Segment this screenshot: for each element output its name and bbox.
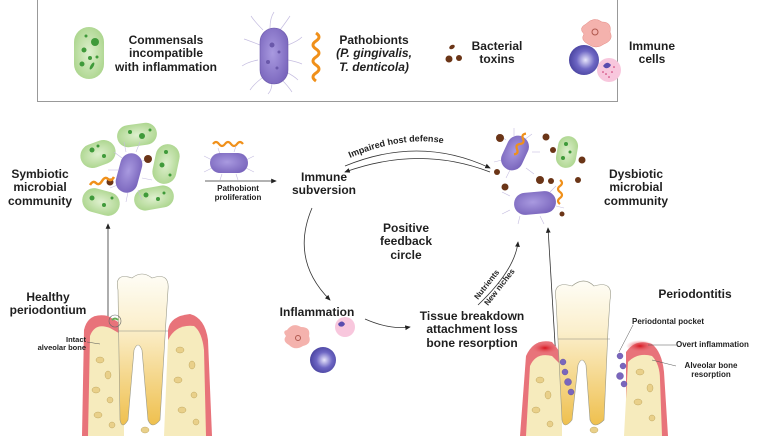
periodontal-pocket-label: Periodontal pocket	[632, 317, 705, 326]
text-line: periodontium	[9, 303, 87, 318]
legend-commensals-label: Commensals incompatible with inflammatio…	[106, 33, 226, 74]
inflammation-immune-cells	[284, 317, 355, 373]
pathobiont-proliferation-label: Pathobiont proliferation	[200, 184, 276, 203]
periodontitis-tooth	[520, 280, 677, 436]
intact-bone-label: Intact alveolar bone	[16, 335, 86, 353]
text-line: circle	[390, 247, 422, 262]
overt-inflammation-label: Overt inflammation	[676, 340, 749, 349]
dysbiotic-cluster	[493, 128, 586, 225]
inflammation-to-tissue-arrow	[364, 318, 411, 331]
text-line: proliferation	[214, 192, 262, 202]
periodontitis-to-dysbiotic-arrow	[545, 227, 557, 361]
legend-line: Bacterial	[471, 39, 523, 53]
legend-immune-label: Immune cells	[624, 39, 680, 67]
legend-box	[37, 0, 618, 102]
legend-line: incompatible	[128, 46, 203, 61]
legend-line: toxins	[479, 52, 515, 67]
text-line: subversion	[291, 183, 357, 198]
legend-pathobionts-label: Pathobionts (P. gingivalis, T. denticola…	[324, 33, 424, 74]
inflammation-label: Inflammation	[279, 305, 355, 319]
healthy-tooth	[82, 273, 212, 436]
legend-line: with inflammation	[115, 59, 217, 74]
legend-line: cells	[638, 52, 666, 67]
impaired-host-defense-label: Impaired host defense	[347, 133, 445, 160]
healthy-periodontium-label: Healthy periodontium	[0, 290, 96, 318]
spirochete-icon	[311, 31, 321, 83]
impaired-defense-arrow-left	[344, 158, 491, 173]
symbiotic-cluster	[80, 122, 180, 216]
text-line: Positive	[382, 221, 430, 235]
subversion-to-inflammation-arrow	[303, 207, 331, 301]
text-line: Symbiotic	[11, 167, 69, 181]
text-line: Pathobiont	[217, 184, 259, 193]
text-line: Immune	[300, 170, 347, 184]
text-line: community	[7, 193, 72, 208]
text-line: attachment loss	[426, 322, 518, 337]
tissue-to-dysbiotic-arrow	[477, 241, 520, 306]
legend-line: (P. gingivalis,	[336, 46, 412, 61]
text-line: alveolar bone	[37, 343, 86, 353]
text-line: bone resorption	[426, 335, 518, 350]
tissue-breakdown-label: Tissue breakdown attachment loss bone re…	[410, 309, 534, 350]
proliferating-pathobiont	[203, 140, 255, 181]
symbiotic-label: Symbiotic microbial community	[2, 167, 78, 208]
text-line: resorption	[691, 369, 731, 379]
text-line: Intact	[65, 335, 86, 344]
text-line: Tissue breakdown	[419, 309, 525, 323]
dysbiotic-label: Dysbiotic microbial community	[591, 167, 681, 208]
text-line: Dysbiotic	[608, 167, 663, 181]
text-line: Alveolar bone	[684, 361, 738, 370]
alveolar-resorption-label: Alveolar bone resorption	[676, 361, 746, 380]
positive-feedback-label: Positive feedback circle	[366, 221, 446, 262]
immune-subversion-label: Immune subversion	[284, 170, 364, 198]
pathobiont-icon	[241, 11, 303, 95]
text-line: microbial	[609, 180, 663, 195]
legend-line: Commensals	[128, 33, 204, 47]
legend-toxins-label: Bacterial toxins	[464, 39, 530, 67]
legend-line: Immune	[628, 39, 675, 53]
periodontitis-label: Periodontitis	[658, 287, 732, 301]
immune-cells-icon	[569, 19, 621, 82]
legend-line: T. denticola)	[339, 59, 409, 74]
text-line: microbial	[13, 180, 67, 195]
legend-line: Pathobionts	[339, 33, 409, 47]
impaired-defense-arrow-right	[344, 150, 491, 169]
commensal-icon	[74, 27, 104, 79]
text-line: feedback	[379, 234, 433, 249]
toxin-icon	[445, 44, 462, 63]
text-line: Healthy	[26, 290, 70, 304]
text-line: community	[603, 193, 668, 208]
